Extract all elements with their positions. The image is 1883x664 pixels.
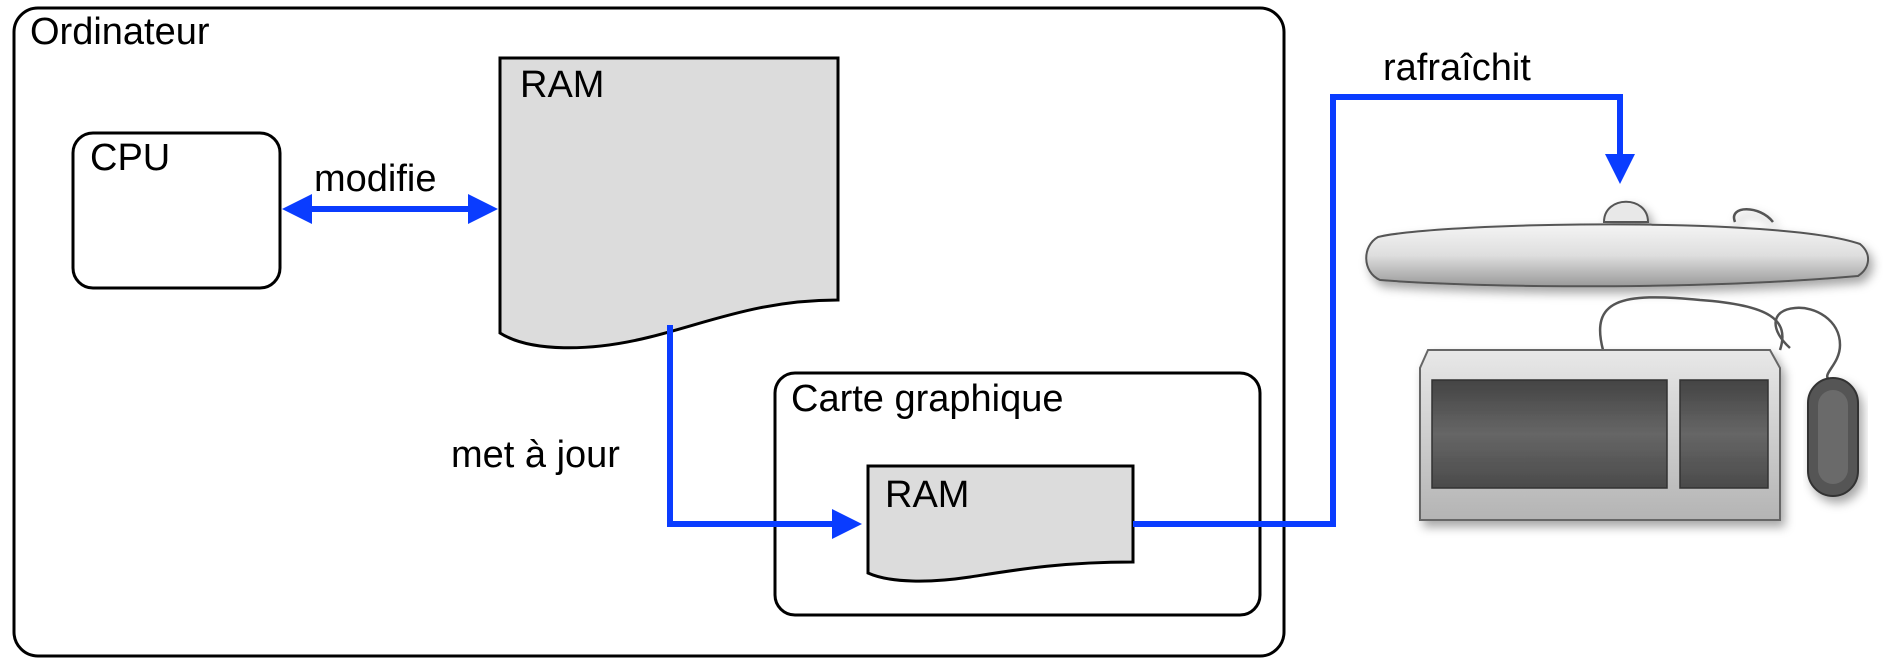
monitor-cable bbox=[1598, 296, 1784, 351]
modifies-arrow: modifie bbox=[282, 158, 498, 224]
main-ram-block: RAM bbox=[498, 56, 840, 350]
graphics-card-label: Carte graphique bbox=[791, 378, 1064, 420]
refreshes-arrow: rafraîchit bbox=[1133, 47, 1635, 527]
cpu-box: CPU bbox=[71, 131, 282, 290]
mouse-icon bbox=[1807, 377, 1859, 497]
video-ram-label: RAM bbox=[885, 474, 969, 516]
keyboard-icon bbox=[1419, 349, 1781, 521]
updates-label: met à jour bbox=[451, 434, 620, 476]
modifies-label: modifie bbox=[314, 158, 437, 200]
main-ram-label: RAM bbox=[520, 64, 604, 106]
cpu-label: CPU bbox=[90, 137, 170, 179]
computer-label: Ordinateur bbox=[30, 11, 210, 53]
mouse-cable bbox=[1774, 306, 1842, 382]
monitor-icon bbox=[1365, 200, 1869, 288]
refreshes-label: rafraîchit bbox=[1383, 47, 1531, 89]
updates-arrow: met à jour bbox=[451, 325, 862, 539]
video-ram-block: RAM bbox=[866, 464, 1135, 583]
